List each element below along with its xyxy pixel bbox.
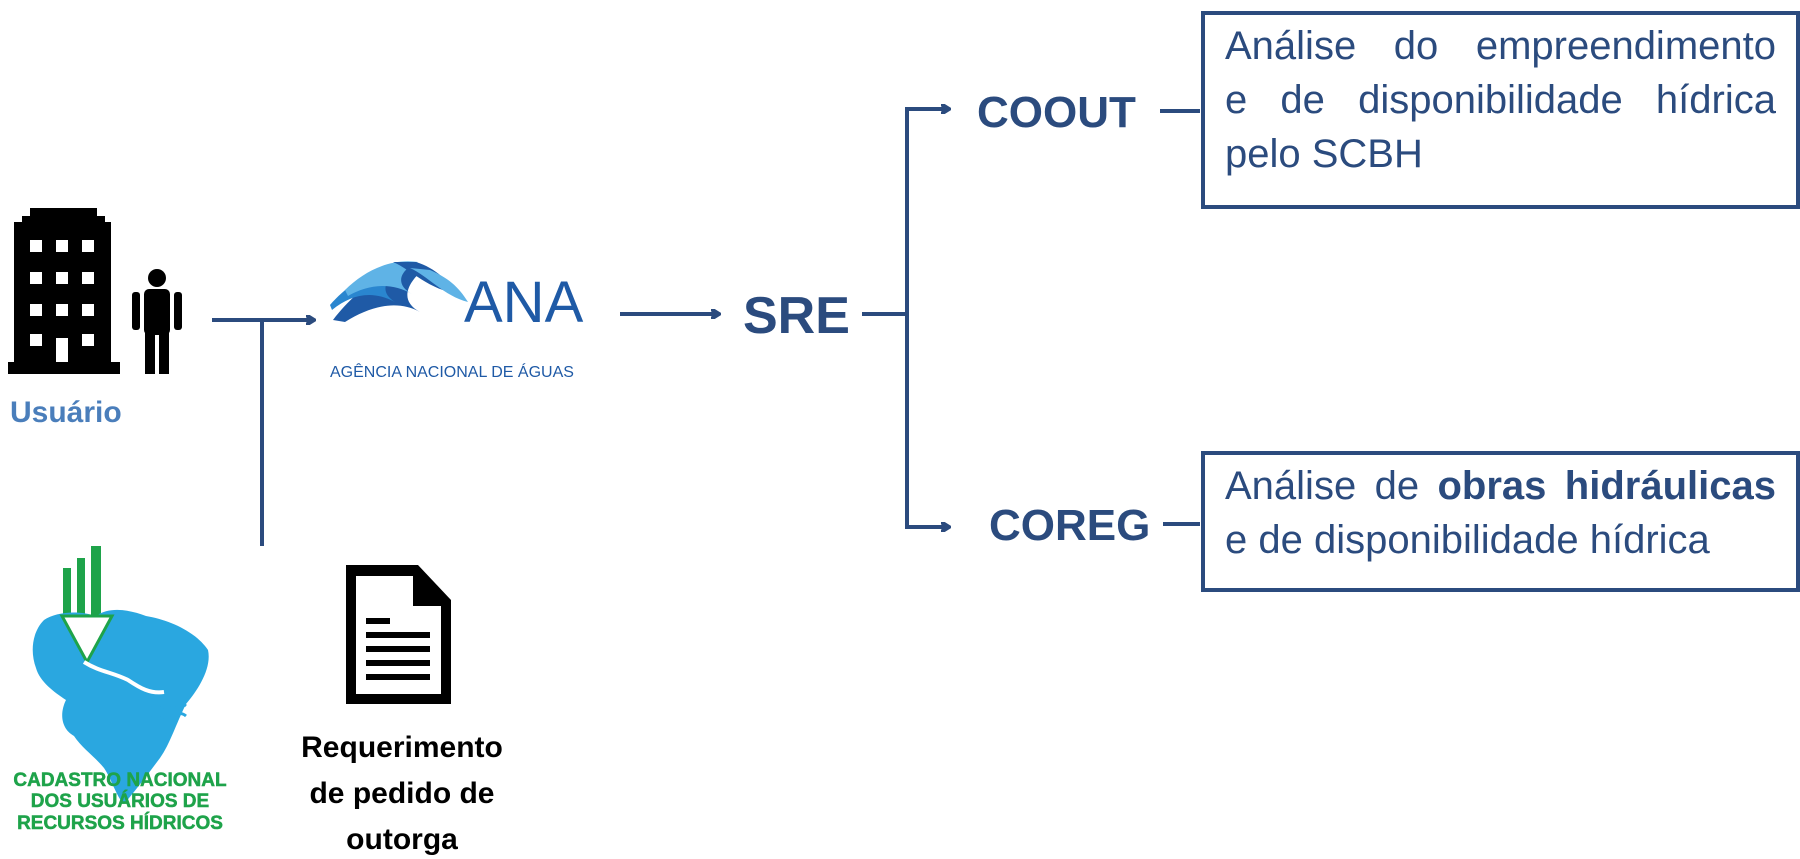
coreg-line-2: e de disponibilidade hídrica xyxy=(1225,518,1710,562)
coout-description-box: Análise do empreendimento e de disponibi… xyxy=(1201,11,1800,209)
cnarh-line-1: CADASTRO NACIONAL xyxy=(13,770,227,791)
coreg-label: COREG xyxy=(989,501,1150,550)
ana-name: ANA xyxy=(464,270,584,335)
coreg-line-1-prefix: Análise de xyxy=(1225,464,1438,508)
coreg-description-box: Análise de obras hidráulicas e de dispon… xyxy=(1201,451,1800,592)
person-icon xyxy=(132,269,182,374)
sre-label: SRE xyxy=(743,287,850,345)
bar-chart-icon xyxy=(63,546,101,616)
coout-line-1: Análise do empreendimento xyxy=(1225,24,1776,68)
brazil-map-icon xyxy=(32,609,209,804)
coout-line-3: pelo SCBH xyxy=(1225,132,1423,176)
document-caption-line-1: Requerimento xyxy=(301,731,503,764)
cnarh-line-2: DOS USUÁRIOS DE xyxy=(31,790,209,812)
coreg-line-1: Análise de obras hidráulicas xyxy=(1225,459,1776,513)
document-caption-line-3: outorga xyxy=(346,823,458,856)
ana-wave-icon xyxy=(330,261,468,322)
building-icon xyxy=(8,208,120,374)
document-caption-line-2: de pedido de xyxy=(309,777,494,810)
coout-line-2: e de disponibilidade hídrica xyxy=(1225,78,1776,122)
document-icon xyxy=(346,565,451,704)
ana-logo: ANA AGÊNCIA NACIONAL DE ÁGUAS xyxy=(330,261,584,381)
coreg-line-1-bold: obras hidráulicas xyxy=(1437,464,1776,508)
user-label: Usuário xyxy=(10,396,122,429)
coout-label: COOUT xyxy=(977,88,1136,137)
cnarh-line-3: RECURSOS HÍDRICOS xyxy=(17,812,223,834)
ana-subtitle: AGÊNCIA NACIONAL DE ÁGUAS xyxy=(330,362,574,381)
cnarh-logo: CADASTRO NACIONAL DOS USUÁRIOS DE RECURS… xyxy=(13,546,227,834)
